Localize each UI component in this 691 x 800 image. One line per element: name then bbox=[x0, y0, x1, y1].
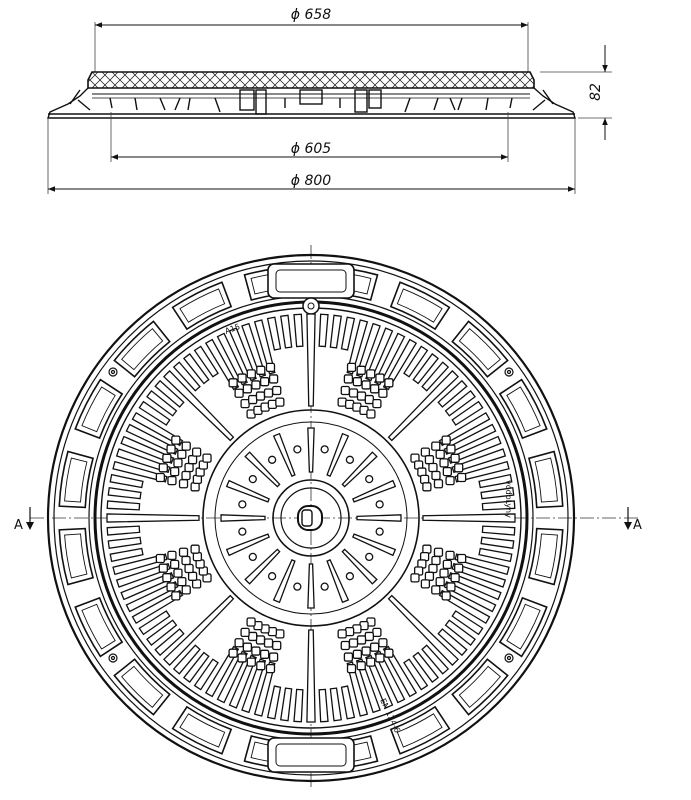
side-view: ϕ 658 82 bbox=[47, 7, 612, 194]
dimension-text-605: ϕ 605 bbox=[291, 141, 332, 157]
frame-outer-ring bbox=[46, 253, 576, 783]
top-view: A15 EN 124-6 vodoLyny A A bbox=[14, 245, 642, 790]
dimension-text-658: ϕ 658 bbox=[291, 7, 332, 23]
dimension-text-82: 82 bbox=[588, 83, 604, 101]
hinge-housing-top bbox=[267, 263, 355, 299]
dimension-height-82: 82 bbox=[540, 45, 612, 140]
lid-tread-pattern bbox=[106, 313, 516, 723]
section-marker-right: A bbox=[624, 507, 642, 533]
dimension-diameter-605: ϕ 605 bbox=[110, 112, 509, 162]
side-view-lid bbox=[87, 71, 535, 89]
side-view-frame bbox=[47, 87, 576, 119]
frame-bolt-holes bbox=[108, 367, 514, 663]
brand-marking: vodoLyny bbox=[504, 480, 513, 518]
dimension-text-800: ϕ 800 bbox=[291, 173, 332, 189]
lifting-key-slot bbox=[297, 505, 323, 531]
dimension-diameter-658: ϕ 658 bbox=[94, 7, 529, 72]
svg-text:A: A bbox=[14, 518, 23, 533]
hinge-housing-bottom bbox=[267, 737, 355, 773]
section-marker-left: A bbox=[14, 507, 34, 533]
dimension-diameter-800: ϕ 800 bbox=[47, 118, 576, 194]
svg-text:A: A bbox=[633, 518, 642, 533]
